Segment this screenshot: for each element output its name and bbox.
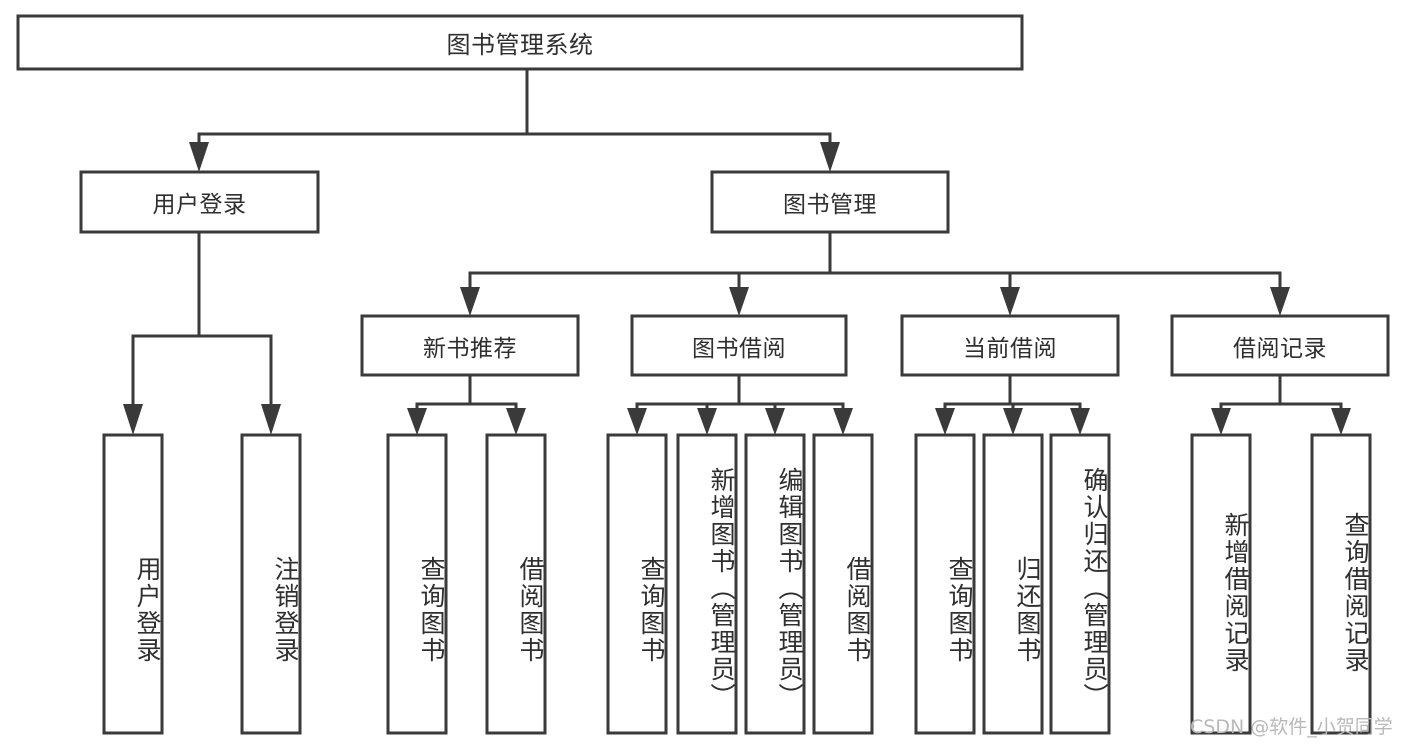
arrow-icon-leaf-user-login <box>123 404 143 435</box>
arrow-icon-borrow-record <box>1270 287 1290 316</box>
leaf-box-cb-return-book[interactable] <box>982 433 1044 735</box>
arrow-icon-leaf-logout <box>261 404 281 435</box>
arrow-icon-book-borrow <box>729 287 749 316</box>
connector-user-login-children <box>123 230 281 435</box>
arrow-icon-current-borrow <box>1000 287 1020 316</box>
connector-borrow-record-children <box>1211 373 1351 435</box>
arrow-icon-new-book-rec <box>460 287 480 316</box>
leaf-box-nbr-query-book[interactable] <box>386 433 448 735</box>
leaf-box-user-login[interactable] <box>102 433 164 735</box>
arrow-icon-cb-query-book <box>935 408 955 435</box>
node-box-root[interactable] <box>16 14 1024 71</box>
leaf-box-bb-edit-book[interactable] <box>744 433 806 735</box>
arrow-icon-nbr-borrow-book <box>506 408 526 435</box>
arrow-icon-bb-query-book <box>627 408 647 435</box>
arrow-icon-nbr-query-book <box>407 408 427 435</box>
leaf-box-nbr-borrow-book[interactable] <box>485 433 547 735</box>
leaf-box-bb-add-book[interactable] <box>676 433 738 735</box>
arrow-icon-bb-borrow-book <box>833 408 853 435</box>
connector-new-book-rec-children <box>407 373 526 435</box>
arrow-icon-cb-return-book <box>1003 408 1023 435</box>
connector-book-borrow-children <box>627 373 853 435</box>
node-box-user-login[interactable] <box>79 170 320 234</box>
node-box-borrow-record[interactable] <box>1170 314 1390 377</box>
arrow-icon-br-query-record <box>1331 408 1351 435</box>
arrow-icon-cb-confirm-return <box>1070 408 1090 435</box>
connector-root-to-level2 <box>189 67 840 172</box>
node-box-book-manage[interactable] <box>710 170 950 234</box>
connector-current-borrow-children <box>935 373 1090 435</box>
leaf-box-bb-borrow-book[interactable] <box>812 433 874 735</box>
leaf-box-logout[interactable] <box>240 433 302 735</box>
leaf-box-br-add-record[interactable] <box>1190 433 1252 735</box>
arrow-icon-bb-edit-book <box>765 408 785 435</box>
leaf-box-bb-query-book[interactable] <box>606 433 668 735</box>
node-box-new-book-rec[interactable] <box>360 314 580 377</box>
arrow-icon-br-add-record <box>1211 408 1231 435</box>
leaf-box-cb-confirm-return[interactable] <box>1049 433 1111 735</box>
node-box-book-borrow[interactable] <box>630 314 848 377</box>
arrow-icon-bb-add-book <box>697 408 717 435</box>
connector-book-manage-children <box>460 230 1290 316</box>
leaf-box-br-query-record[interactable] <box>1310 433 1372 735</box>
leaf-box-cb-query-book[interactable] <box>914 433 976 735</box>
arrow-icon-user-login <box>189 142 209 172</box>
arrow-icon-book-manage <box>820 142 840 172</box>
node-box-current-borrow[interactable] <box>900 314 1120 377</box>
